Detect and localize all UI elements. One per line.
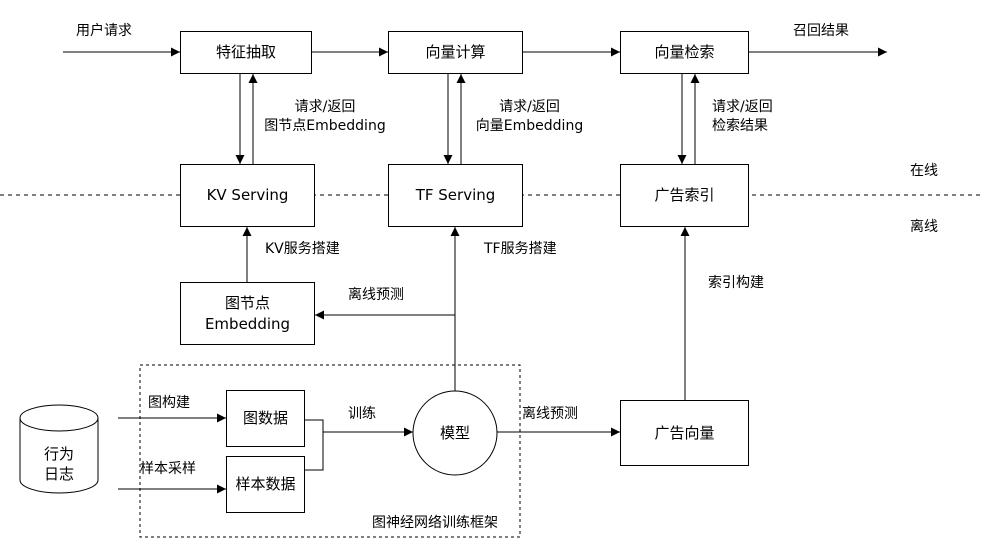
behavior-log-line2: 日志 — [43, 465, 74, 484]
kv-serving-label: KV Serving — [206, 186, 289, 205]
vector-search-node: 向量检索 — [620, 31, 749, 74]
offline-predict-2-label: 离线预测 — [522, 406, 578, 422]
train-label: 训练 — [348, 406, 376, 422]
sample-data-node: 样本数据 — [226, 456, 305, 513]
vector-compute-node: 向量计算 — [388, 31, 523, 74]
offline-predict-1-label: 离线预测 — [348, 287, 404, 303]
ad-vector-label: 广告向量 — [654, 423, 715, 442]
feature-extract-label: 特征抽取 — [215, 43, 276, 62]
tf-build-label: TF服务搭建 — [484, 241, 557, 257]
kv-serving-node: KV Serving — [180, 164, 315, 227]
req-ret-1-line2: 图节点Embedding — [264, 117, 386, 134]
req-ret-1-label: 请求/返回 图节点Embedding — [255, 98, 395, 136]
ad-index-label: 广告索引 — [654, 186, 715, 205]
behavior-log-line1: 行为 — [43, 445, 74, 463]
feature-extract-node: 特征抽取 — [180, 31, 312, 74]
offline-label: 离线 — [910, 219, 938, 235]
merge-connector — [305, 419, 324, 471]
graph-build-label: 图构建 — [148, 395, 190, 411]
index-build-label: 索引构建 — [708, 275, 764, 291]
req-ret-3-label: 请求/返回 检索结果 — [712, 98, 773, 136]
ad-index-node: 广告索引 — [620, 164, 749, 227]
req-ret-2-line2: 向量Embedding — [475, 117, 584, 134]
graph-embedding-label-line2: Embedding — [204, 314, 291, 333]
kv-build-label: KV服务搭建 — [265, 241, 340, 257]
req-ret-1-line1: 请求/返回 — [294, 99, 356, 115]
sampling-label: 样本采样 — [140, 461, 196, 477]
tf-serving-node: TF Serving — [388, 164, 523, 227]
ad-vector-node: 广告向量 — [620, 400, 749, 466]
online-label: 在线 — [910, 163, 938, 179]
vector-compute-label: 向量计算 — [425, 43, 486, 62]
graph-embedding-node: 图节点 Embedding — [180, 282, 315, 345]
vector-search-label: 向量检索 — [654, 43, 715, 62]
model-node — [412, 390, 498, 476]
graph-embedding-label-line1: 图节点 — [224, 294, 270, 313]
sample-data-label: 样本数据 — [235, 475, 296, 494]
behavior-log-cylinder-top — [19, 404, 99, 432]
req-ret-2-label: 请求/返回 向量Embedding — [467, 98, 592, 136]
behavior-log-cylinder — [19, 418, 99, 494]
recall-result-label: 召回结果 — [793, 23, 849, 39]
model-label: 模型 — [440, 424, 470, 442]
framework-label: 图神经网络训练框架 — [372, 515, 498, 531]
tf-serving-label: TF Serving — [415, 186, 496, 205]
req-ret-3-line2: 检索结果 — [712, 117, 768, 134]
req-ret-3-line1: 请求/返回 — [712, 99, 773, 115]
graph-data-node: 图数据 — [226, 390, 305, 447]
user-request-label: 用户请求 — [76, 23, 132, 39]
behavior-log-label: 行为 日志 — [20, 444, 98, 485]
graph-data-label: 图数据 — [242, 409, 288, 428]
req-ret-2-line1: 请求/返回 — [499, 99, 560, 115]
